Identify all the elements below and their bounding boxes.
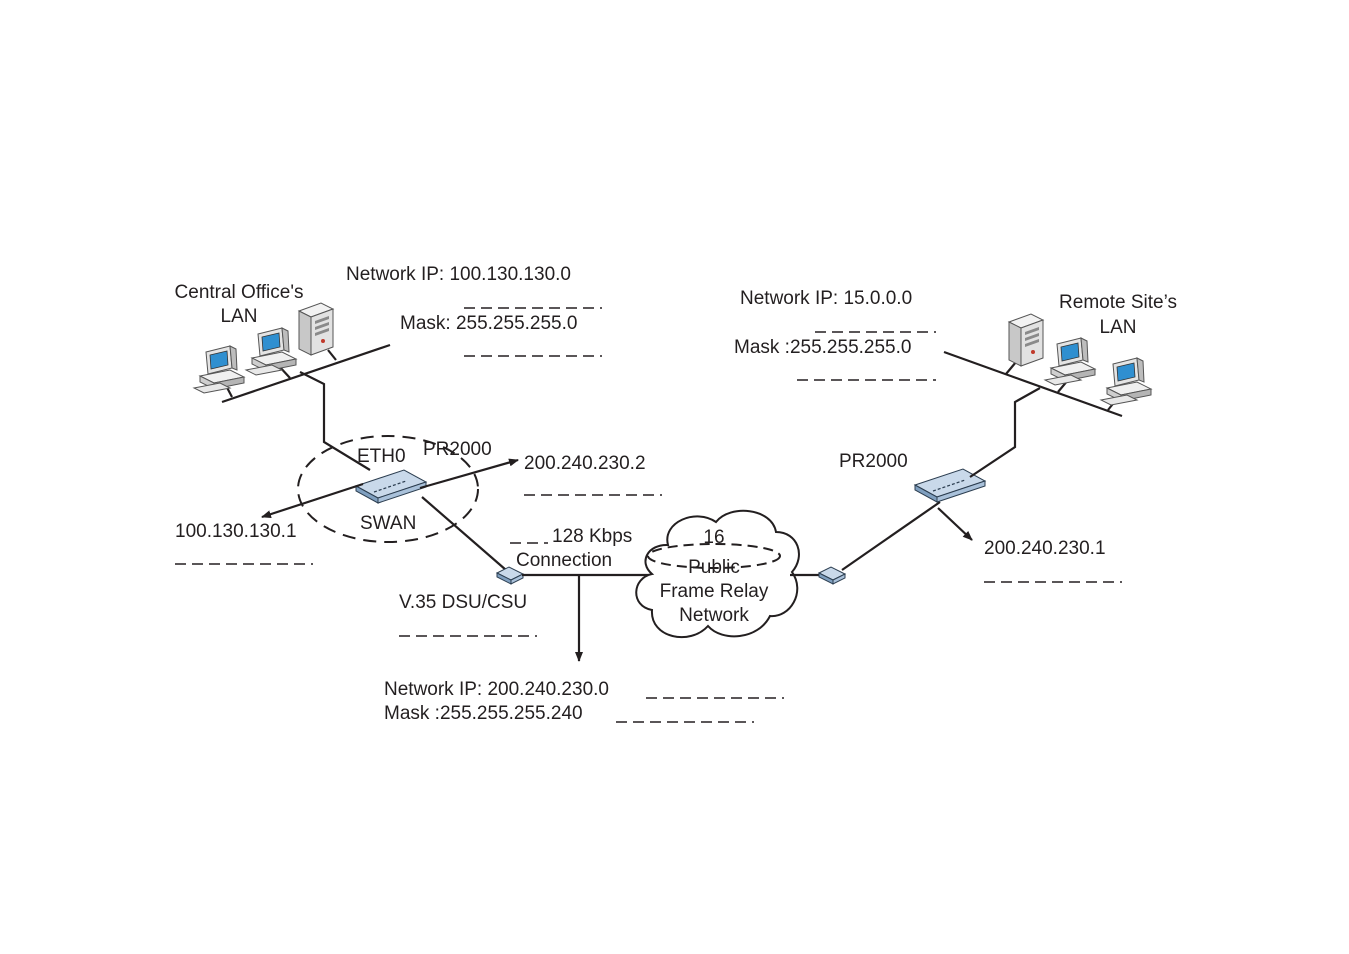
remote-workstation-1-icon <box>1044 337 1096 386</box>
cloud-number: 16 <box>703 527 724 548</box>
swan-ip-arrow <box>419 458 519 490</box>
cloud-line2: Frame Relay <box>660 581 769 602</box>
central-server-icon <box>298 302 334 356</box>
wan-connection-label: Connection <box>516 550 612 571</box>
remote-router-ip-arrow <box>937 507 973 541</box>
dsu-label: V.35 DSU/CSU <box>399 592 527 613</box>
remote-site-lan <box>943 313 1152 418</box>
remote-router-ip-label: 200.240.230.1 <box>984 538 1106 559</box>
frame-relay-dashed-ring <box>647 543 781 569</box>
eth0-label: ETH0 <box>357 446 406 467</box>
central-mask-label: Mask: 255.255.255.0 <box>400 313 577 334</box>
central-router-icon <box>355 469 427 504</box>
eth0-ip-label: 100.130.130.1 <box>175 521 297 542</box>
remote-server-icon <box>1008 313 1044 367</box>
central-drop-3 <box>327 349 337 361</box>
wan-network-ip-label: Network IP: 200.240.230.0 <box>384 679 609 700</box>
central-lan-bus <box>221 343 391 404</box>
swan-label: SWAN <box>360 513 416 534</box>
remote-workstation-2-icon <box>1100 357 1152 406</box>
remote-lan-title-line1: Remote Site’s <box>1059 292 1177 313</box>
cloud-line3: Network <box>679 605 749 626</box>
remote-drop-1 <box>1005 361 1017 375</box>
router-to-dsu-line <box>421 496 507 571</box>
swan-ip-label: 200.240.230.2 <box>524 453 646 474</box>
wan-mask-label: Mask :255.255.255.240 <box>384 703 583 724</box>
central-office-lan <box>193 302 391 471</box>
remote-dsu-to-router-line <box>841 501 941 571</box>
central-workstation-2-icon <box>245 327 297 376</box>
remote-network-ip-label: Network IP: 15.0.0.0 <box>740 288 912 309</box>
central-lan-to-router <box>299 371 371 471</box>
cloud-line1: Public <box>688 557 740 578</box>
central-lan-title-line1: Central Office's <box>175 282 304 303</box>
remote-lan-bus <box>943 350 1123 418</box>
remote-router-to-lan <box>969 387 1041 478</box>
remote-lan-title-line2: LAN <box>1100 317 1137 338</box>
remote-router-label: PR2000 <box>839 451 908 472</box>
frame-relay-cloud-icon <box>635 509 800 639</box>
wan-speed-label: 128 Kbps <box>552 526 632 547</box>
central-router-boundary <box>297 435 479 543</box>
central-router-label: PR2000 <box>423 439 492 460</box>
remote-mask-label: Mask :255.255.255.0 <box>734 337 911 358</box>
central-lan-title-line2: LAN <box>221 306 258 327</box>
central-workstation-1-icon <box>193 345 245 394</box>
remote-dsu-icon <box>818 566 846 585</box>
central-network-ip-label: Network IP: 100.130.130.0 <box>346 264 571 285</box>
eth0-ip-arrow <box>261 482 364 519</box>
